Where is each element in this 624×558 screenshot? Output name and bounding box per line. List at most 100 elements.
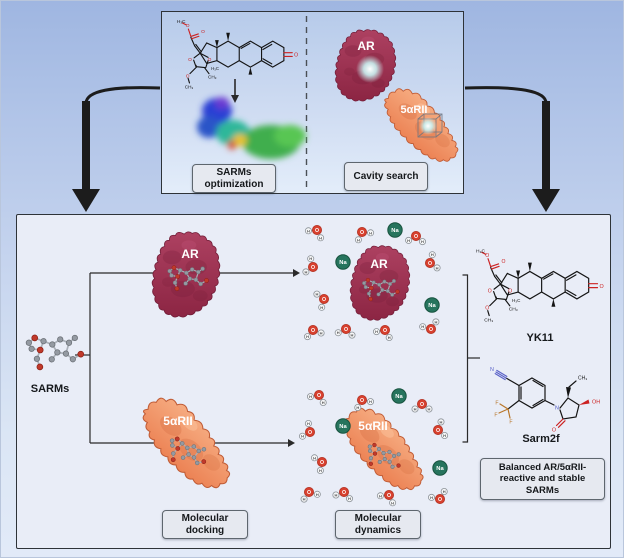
svg-text:H: H	[375, 329, 378, 334]
hydrogen-atom	[441, 432, 449, 439]
water-molecule: HHO	[302, 255, 318, 276]
svg-text:H: H	[430, 495, 433, 500]
oxygen-atom	[384, 490, 394, 500]
hydrogen-atom	[317, 329, 325, 337]
hydrogen-atom	[346, 495, 353, 503]
hydrogen-atom	[303, 333, 311, 341]
hydrogen-atom	[428, 251, 436, 259]
oxygen-atom	[312, 225, 322, 235]
ar-cavity-glow	[356, 55, 384, 83]
svg-text:H: H	[434, 319, 437, 324]
svg-text:H: H	[407, 238, 410, 243]
oxygen-atom	[304, 487, 314, 497]
hydrogen-atom	[317, 234, 325, 242]
hydrogen-atom	[318, 303, 326, 311]
oxygen-atom	[357, 395, 367, 405]
hydrogen-atom	[348, 331, 356, 339]
svg-text:Na: Na	[339, 424, 347, 430]
hydrogen-atom	[432, 318, 440, 326]
hydrogen-atom	[332, 491, 340, 499]
svg-text:O: O	[360, 230, 364, 236]
svg-text:5αRII: 5αRII	[163, 414, 192, 428]
result-box: Balanced AR/5αRII- reactive and stable S…	[480, 458, 605, 500]
svg-text:O: O	[307, 490, 311, 496]
svg-text:O: O	[360, 398, 364, 404]
oxygen-atom	[308, 262, 318, 272]
svg-text:H: H	[428, 407, 431, 412]
svg-text:H: H	[391, 500, 394, 505]
svg-text:O: O	[308, 430, 312, 436]
svg-text:O: O	[320, 460, 324, 466]
oxygen-atom	[426, 324, 436, 334]
oxygen-atom	[319, 294, 329, 304]
right-down-arrowhead	[532, 189, 560, 212]
water-molecule: HHO	[433, 418, 449, 439]
svg-text:H: H	[304, 269, 307, 274]
svg-text:H: H	[337, 330, 340, 335]
svg-text:H: H	[443, 433, 446, 438]
oxygen-atom	[417, 399, 427, 409]
svg-text:O: O	[383, 328, 387, 334]
water-molecule: HHO	[405, 231, 426, 246]
hydrogen-atom	[313, 490, 321, 498]
svg-text:O: O	[429, 327, 433, 333]
hydrogen-atom	[334, 329, 342, 337]
svg-text:H: H	[388, 335, 391, 340]
svg-text:H: H	[357, 237, 360, 242]
svg-text:H: H	[320, 331, 323, 336]
docking-to-md-arrowhead-top	[293, 269, 300, 277]
sodium-ion: Na	[391, 388, 407, 404]
hydrogen-atom	[425, 405, 433, 413]
svg-text:H: H	[369, 230, 372, 235]
sarms-label: SARMs	[30, 383, 70, 395]
docking-r5: 5αRII	[128, 386, 248, 500]
left-down-arrowhead	[72, 189, 100, 212]
oxygen-atom	[341, 324, 351, 334]
hydrogen-atom	[376, 492, 384, 500]
water-molecule: HHO	[427, 487, 448, 504]
oxygen-atom	[411, 231, 421, 241]
svg-text:H: H	[440, 419, 443, 424]
oxygen-atom	[380, 325, 390, 335]
svg-text:5αRII: 5αRII	[358, 419, 387, 433]
svg-text:O: O	[344, 327, 348, 333]
oxygen-atom	[308, 325, 318, 335]
oxygen-atom	[435, 494, 445, 504]
top-panel-graphics: AR 5αRII	[176, 16, 462, 189]
water-molecule: HHO	[354, 395, 374, 411]
hydrogen-atom	[372, 328, 380, 336]
svg-text:H: H	[322, 400, 325, 405]
svg-text:H: H	[436, 265, 439, 270]
hydrogen-atom	[316, 467, 324, 474]
svg-text:AR: AR	[370, 257, 388, 271]
molecular-dynamics-box: Molecular dynamics	[335, 510, 421, 539]
optimization-down-arrow	[231, 79, 239, 103]
water-molecule: HHO	[313, 290, 329, 311]
dynamics-ar: AR	[349, 245, 411, 321]
svg-text:N: N	[555, 406, 559, 412]
hydrogen-atom	[437, 418, 445, 426]
svg-text:F: F	[495, 401, 498, 407]
oxygen-atom	[305, 427, 315, 437]
hydrogen-atom	[300, 495, 308, 503]
svg-text:H: H	[334, 493, 337, 498]
svg-text:H: H	[356, 405, 359, 410]
molecular-docking-box: Molecular docking	[162, 510, 248, 539]
svg-text:H: H	[414, 407, 417, 412]
svg-text:O: O	[414, 234, 418, 240]
sodium-ion: Na	[335, 254, 351, 270]
workflow-connectors	[75, 272, 480, 444]
water-molecule: HHO	[425, 251, 441, 272]
rainbow-surface-molecule	[197, 97, 306, 159]
hydrogen-atom	[319, 399, 327, 406]
svg-text:O: O	[317, 393, 321, 399]
svg-text:OH: OH	[592, 400, 600, 406]
svg-text:H: H	[307, 228, 310, 233]
ar-label: AR	[357, 39, 375, 53]
cavity-search-ar: AR	[334, 29, 397, 102]
